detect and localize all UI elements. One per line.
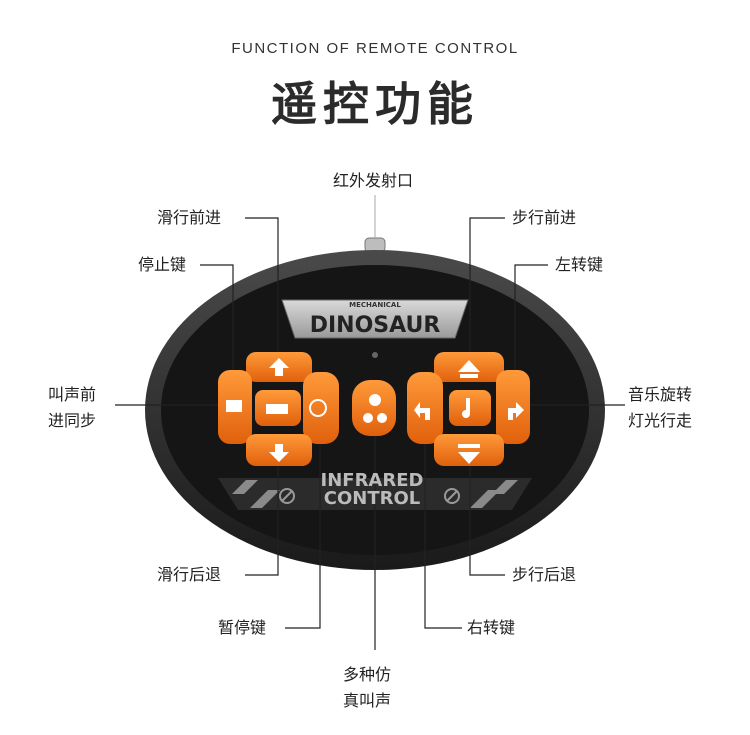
- paw-icon: [369, 394, 381, 406]
- turn-left-button: [496, 370, 530, 444]
- roar-walk-icon: [226, 400, 242, 412]
- page-title: 遥控功能: [271, 77, 479, 131]
- brand-big-text: DINOSAUR: [310, 313, 441, 338]
- screw-left-icon: [279, 488, 295, 504]
- label-stop: 停止键: [138, 255, 187, 274]
- sounds-button: [352, 380, 396, 436]
- arrow-down-icon: [269, 444, 289, 462]
- stop-icon: [266, 404, 288, 414]
- brand-small-text: MECHANICAL: [349, 301, 401, 309]
- hazard-stripes: [232, 480, 518, 508]
- screw-right-icon: [444, 488, 460, 504]
- brand-plate: [281, 299, 469, 339]
- label-pause: 暂停键: [218, 618, 267, 637]
- label-sounds: 多种仿 真叫声: [343, 665, 392, 710]
- panel-line1-text: INFRARED: [321, 470, 424, 491]
- panel-line2-text: CONTROL: [324, 488, 421, 509]
- label-walk-backward: 步行后退: [512, 565, 577, 584]
- label-slide-backward: 滑行后退: [157, 565, 222, 584]
- walk-backward-button: [434, 434, 504, 466]
- label-turn-left: 左转键: [555, 255, 604, 274]
- turn-left-icon: [508, 402, 524, 420]
- music-note-icon: [462, 398, 470, 418]
- label-infrared-port: 红外发射口: [333, 171, 414, 190]
- turn-arrow-icon: [414, 402, 430, 420]
- label-walk-forward: 步行前进: [512, 208, 577, 227]
- pause-button: [303, 372, 339, 444]
- label-slide-forward: 滑行前进: [157, 208, 222, 227]
- infrared-emitter: [364, 237, 386, 253]
- pause-icon: [309, 399, 327, 417]
- sensor-dot: [372, 352, 378, 358]
- arrow-up-icon: [269, 358, 289, 376]
- label-music: 音乐旋转 灯光行走: [628, 385, 693, 430]
- walk-up-icon: [458, 360, 480, 378]
- label-turn-right: 右转键: [467, 618, 516, 637]
- leader-lines: [115, 217, 625, 650]
- label-roar-walk: 叫声前 进同步: [48, 385, 97, 430]
- subtitle: FUNCTION OF REMOTE CONTROL: [231, 40, 519, 57]
- walk-down-icon: [458, 444, 480, 464]
